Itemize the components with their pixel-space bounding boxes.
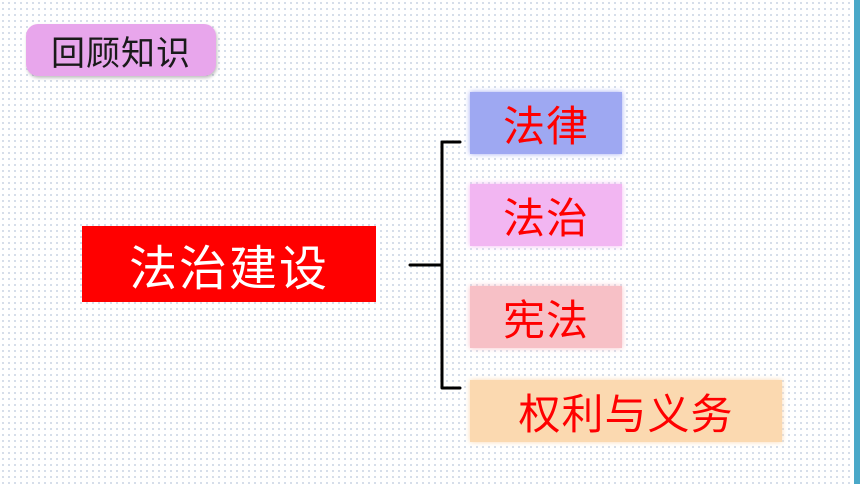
slide-right-edge-bar	[854, 0, 860, 484]
branch-rights-and-obligations: 权利与义务	[470, 380, 782, 442]
main-topic-box: 法治建设	[82, 226, 376, 302]
branch-law: 法律	[470, 92, 622, 154]
branch-constitution: 宪法	[470, 286, 622, 348]
review-knowledge-tag: 回顾知识	[26, 24, 216, 76]
brace-connector	[408, 140, 462, 390]
branch-rule-of-law: 法治	[470, 184, 622, 246]
brace-path	[408, 140, 462, 390]
